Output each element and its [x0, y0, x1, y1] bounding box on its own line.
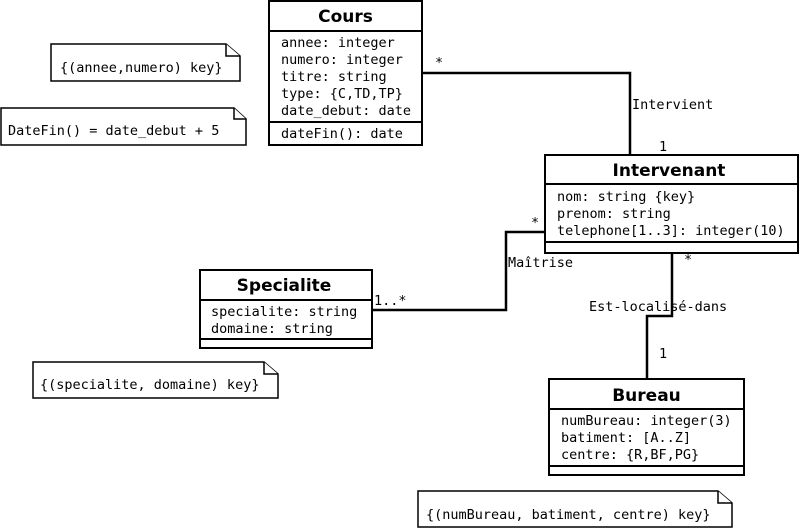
class-cours-name: Cours	[318, 7, 373, 27]
maitrise-mult-intervenant: *	[531, 215, 539, 231]
localise-mult-bureau: 1	[659, 346, 667, 362]
class-cours-attribute: titre: string	[281, 69, 387, 85]
localise-mult-intervenant: *	[684, 252, 692, 268]
intervient-mult-intervenant: 1	[659, 139, 667, 155]
association-maitrise-line	[372, 230, 545, 312]
note-bureau-key: {(numBureau, batiment, centre) key}	[417, 490, 733, 528]
class-bureau-name: Bureau	[612, 386, 681, 406]
class-specialite: Specialite specialite: string domaine: s…	[199, 269, 373, 349]
note-specialite-key-text: {(specialite, domaine) key}	[40, 377, 259, 393]
note-datefin-text: DateFin() = date_debut + 5	[8, 123, 219, 139]
class-cours: Cours annee: integer numero: integer tit…	[268, 0, 423, 146]
class-intervenant-name: Intervenant	[613, 161, 726, 181]
class-bureau-attribute: numBureau: integer(3)	[561, 413, 732, 429]
class-cours-operation: dateFin(): date	[281, 126, 403, 142]
maitrise-mult-specialite: 1..*	[374, 293, 407, 309]
intervient-mult-cours: *	[435, 55, 443, 71]
note-datefin: DateFin() = date_debut + 5	[0, 107, 247, 146]
class-cours-attribute: numero: integer	[281, 52, 403, 68]
association-localise-line	[645, 253, 674, 379]
class-intervenant-attribute: nom: string {key}	[557, 189, 695, 205]
class-cours-attribute: date_debut: date	[281, 103, 411, 119]
class-specialite-attribute: domaine: string	[211, 321, 333, 337]
association-intervient-label: Intervient	[632, 97, 713, 113]
association-localise-label: Est-localisé-dans	[589, 299, 727, 315]
association-intervient-line	[422, 71, 632, 155]
class-bureau: Bureau numBureau: integer(3) batiment: […	[548, 378, 745, 476]
class-specialite-attribute: specialite: string	[211, 304, 357, 320]
class-intervenant-attribute: prenom: string	[557, 206, 671, 222]
association-maitrise-label: Maîtrise	[508, 255, 573, 271]
note-specialite-key: {(specialite, domaine) key}	[32, 361, 279, 399]
class-intervenant: Intervenant nom: string {key} prenom: st…	[544, 154, 799, 254]
note-cours-key: {(annee,numero) key}	[50, 43, 241, 82]
note-cours-key-text: {(annee,numero) key}	[60, 60, 223, 76]
class-bureau-attribute: centre: {R,BF,PG}	[561, 447, 699, 463]
class-specialite-name: Specialite	[237, 276, 332, 296]
class-cours-attribute: type: {C,TD,TP}	[281, 86, 403, 102]
class-bureau-attribute: batiment: [A..Z]	[561, 430, 691, 446]
class-intervenant-attribute: telephone[1..3]: integer(10)	[557, 223, 785, 239]
note-bureau-key-text: {(numBureau, batiment, centre) key}	[426, 507, 710, 523]
class-cours-attribute: annee: integer	[281, 35, 395, 51]
